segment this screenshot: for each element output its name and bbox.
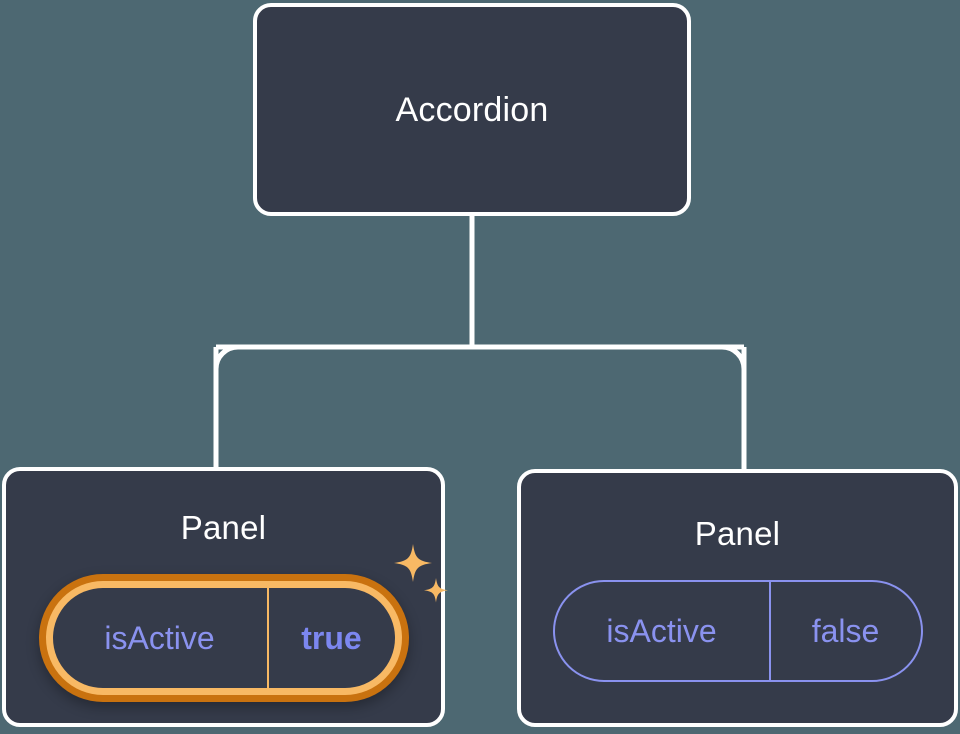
prop-pill-inactive-wrapper: isActive false: [552, 580, 923, 682]
connector-root-to-children: [213, 216, 747, 470]
node-panel-active-title: Panel: [180, 509, 267, 546]
node-panel-inactive-title: Panel: [694, 515, 781, 552]
prop-pill-active[interactable]: isActive true: [38, 574, 409, 702]
prop-pill-active-body: isActive true: [52, 588, 395, 688]
node-panel-active[interactable]: Panel isActive true: [2, 467, 448, 727]
sparkle-small-icon: [423, 578, 448, 603]
prop-pill-active-wrapper: isActive true: [38, 544, 448, 702]
prop-pill-active-ring: isActive true: [45, 581, 402, 695]
prop-key-isactive-inactive: isActive: [555, 582, 771, 680]
node-accordion[interactable]: Accordion: [253, 3, 691, 216]
node-accordion-title: Accordion: [395, 90, 549, 129]
prop-value-isactive-active: true: [301, 619, 362, 656]
connector-corner-left: [213, 344, 239, 370]
sparkle-large-icon: [393, 544, 432, 582]
prop-pill-inactive[interactable]: isActive false: [552, 580, 923, 682]
sparkles-icon: [393, 544, 448, 603]
prop-key-isactive-active: isActive: [53, 588, 269, 688]
connector-corner-right: [721, 344, 747, 370]
prop-value-isactive-inactive: false: [811, 612, 880, 649]
node-panel-inactive[interactable]: Panel isActive false: [517, 469, 958, 727]
